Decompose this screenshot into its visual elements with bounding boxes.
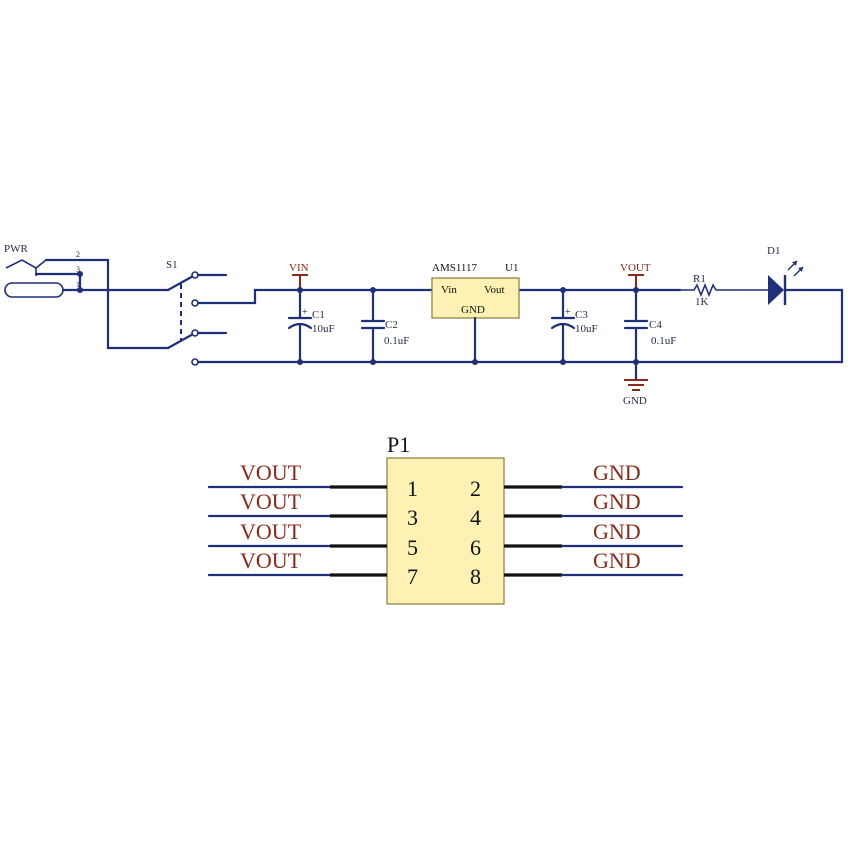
capacitor-c4: C4 0.1uF	[623, 287, 676, 382]
resistor-r1: R1 1K	[680, 273, 768, 308]
ground-symbol: GND	[623, 379, 648, 407]
header-pin-num-2: 2	[470, 476, 481, 501]
capacitor-c3: + C3 10uF	[550, 287, 598, 365]
jack-pin-label-3: 3	[76, 265, 80, 274]
led-light-arrow-head	[798, 267, 803, 272]
header-left-net-3: VOUT	[240, 489, 302, 514]
vin-net-label: VIN	[289, 262, 309, 290]
switch-upper-blade	[166, 273, 197, 292]
r1-value: 1K	[695, 296, 709, 308]
r1-zigzag	[680, 282, 768, 298]
junction-dot	[370, 359, 376, 365]
c1-plus: +	[302, 307, 308, 318]
header-pin-num-1: 1	[407, 476, 418, 501]
header-right-net-2: GND	[593, 460, 641, 485]
c4-value: 0.1uF	[651, 335, 676, 347]
c1-value: 10uF	[312, 323, 335, 335]
jack-wiring	[78, 258, 170, 350]
regulator-ref: U1	[505, 262, 518, 274]
wire-jack-to-switch-lower	[78, 258, 170, 350]
regulator-pin-gnd: GND	[461, 304, 485, 316]
r1-ref: R1	[693, 273, 706, 285]
junction-dot	[633, 359, 639, 365]
c3-value: 10uF	[575, 323, 598, 335]
regulator-part: AMS1117	[432, 262, 478, 274]
switch-s1: S1	[166, 259, 302, 366]
header-left-net-5: VOUT	[240, 519, 302, 544]
jack-pin-label-2: 2	[76, 250, 80, 259]
header-pin-num-8: 8	[470, 564, 481, 589]
header-right-net-4: GND	[593, 489, 641, 514]
junction-dot	[297, 287, 303, 293]
vin-label: VIN	[289, 262, 309, 274]
capacitor-c2: C2 0.1uF	[360, 287, 409, 365]
header-pin-num-3: 3	[407, 505, 418, 530]
junction-dot	[633, 287, 639, 293]
junction-dot	[560, 287, 566, 293]
header-p1: P1 VOUT VOUT VOUT VOUT GND GND GND GND 1…	[207, 432, 684, 605]
c2-value: 0.1uF	[384, 335, 409, 347]
power-jack-label: PWR	[4, 243, 29, 255]
header-ref: P1	[387, 432, 410, 457]
c4-ref: C4	[649, 319, 662, 331]
jack-pin-label-1: 1	[76, 280, 80, 289]
c3-ref: C3	[575, 309, 588, 321]
regulator-body	[431, 277, 520, 319]
junction-dot	[297, 359, 303, 365]
led-light-arrow-head	[792, 261, 797, 266]
junction-dot	[560, 359, 566, 365]
header-right-net-8: GND	[593, 548, 641, 573]
gnd-label: GND	[623, 395, 647, 407]
vout-label: VOUT	[620, 262, 651, 274]
regulator-pin-vout: Vout	[484, 284, 505, 296]
header-pin-num-7: 7	[407, 564, 418, 589]
header-body	[386, 457, 505, 605]
switch-lower-blade	[166, 331, 197, 350]
power-jack: PWR 2 3 1	[4, 243, 83, 298]
c3-plus: +	[565, 307, 571, 318]
led-triangle	[768, 275, 784, 305]
regulator-u1: AMS1117 U1 Vin Vout GND	[431, 262, 520, 365]
c1-ref: C1	[312, 309, 325, 321]
header-pin-num-5: 5	[407, 535, 418, 560]
junction-dot	[370, 287, 376, 293]
jack-barrel	[4, 282, 64, 298]
header-left-net-7: VOUT	[240, 548, 302, 573]
header-left-net-1: VOUT	[240, 460, 302, 485]
header-right-net-6: GND	[593, 519, 641, 544]
vout-net-label: VOUT	[620, 262, 651, 290]
led-return-wire	[784, 288, 844, 364]
led-d1: D1	[767, 245, 804, 305]
regulator-pin-vin: Vin	[441, 284, 457, 296]
capacitor-c1: + C1 10uF	[287, 287, 335, 365]
jack-contact-symbol	[5, 259, 47, 269]
switch-upper-throw-b	[196, 288, 302, 305]
header-pin-num-4: 4	[470, 505, 481, 530]
rails	[196, 288, 844, 364]
switch-label: S1	[166, 259, 178, 271]
header-pin-num-6: 6	[470, 535, 481, 560]
d1-ref: D1	[767, 245, 780, 257]
junction-dot	[472, 359, 478, 365]
c2-ref: C2	[385, 319, 398, 331]
